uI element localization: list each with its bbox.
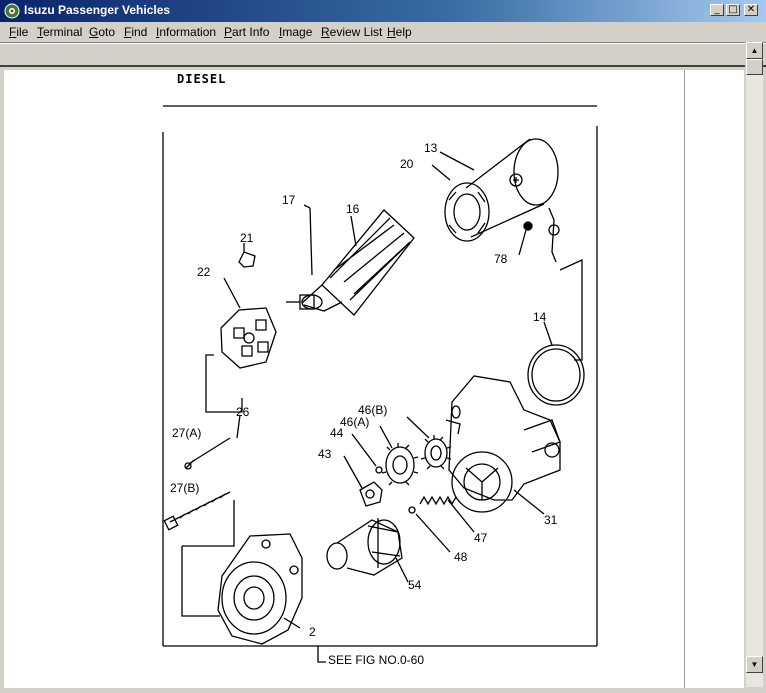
starter-exploded-diagram: 13 20 17 16 21 22 78 14 26 27(A) 27(B) 4… [162, 105, 598, 667]
callout-78: 78 [494, 252, 508, 266]
callout-27a: 27(A) [172, 426, 201, 440]
vertical-scrollbar[interactable]: ▲ ▼ [745, 42, 763, 687]
diagram-header: DIESEL [177, 72, 227, 86]
callout-46a: 46(A) [340, 415, 369, 429]
callout-44: 44 [330, 426, 344, 440]
callout-22: 22 [197, 265, 211, 279]
callout-46b: 46(B) [358, 403, 387, 417]
callout-43: 43 [318, 447, 332, 461]
menu-review-list[interactable]: Review List [321, 25, 383, 39]
callout-13: 13 [424, 141, 438, 155]
menu-part-info[interactable]: Part Info [224, 25, 270, 39]
minimize-button[interactable]: _ [710, 4, 724, 16]
menu-information[interactable]: Information [156, 25, 217, 39]
callout-27b: 27(B) [170, 481, 199, 495]
callout-14: 14 [533, 310, 547, 324]
window-title: Isuzu Passenger Vehicles [24, 3, 171, 17]
callout-47: 47 [474, 531, 488, 545]
menu-terminal[interactable]: Terminal [37, 25, 83, 39]
status-bar [0, 688, 766, 693]
menu-file[interactable]: File [9, 25, 29, 39]
menu-help[interactable]: Help [387, 25, 412, 39]
menu-goto[interactable]: Goto [89, 25, 116, 39]
menu-find[interactable]: Find [124, 25, 148, 39]
close-button[interactable]: ✕ [744, 4, 758, 16]
menu-image[interactable]: Image [279, 25, 313, 39]
callout-17: 17 [282, 193, 296, 207]
page-edge-divider [684, 70, 685, 688]
callout-16: 16 [346, 202, 360, 216]
callout-31: 31 [544, 513, 558, 527]
callout-54: 54 [408, 578, 422, 592]
callout-21: 21 [240, 231, 254, 245]
callout-2: 2 [309, 625, 316, 639]
see-fig-reference: SEE FIG NO.0-60 [328, 653, 424, 667]
maximize-button[interactable]: □ [726, 4, 740, 16]
callout-26: 26 [236, 405, 250, 419]
app-icon [4, 3, 20, 19]
scroll-up-button[interactable]: ▲ [746, 42, 763, 59]
callout-20: 20 [400, 157, 414, 171]
menu-bar: File Terminal Goto Find Information Part… [0, 22, 766, 43]
toolbar [0, 43, 766, 67]
title-bar: Isuzu Passenger Vehicles _ □ ✕ [0, 0, 766, 22]
scroll-down-button[interactable]: ▼ [746, 656, 763, 673]
callout-48: 48 [454, 550, 468, 564]
scroll-thumb[interactable] [746, 59, 763, 75]
diagram-viewport: DIESEL [4, 70, 744, 688]
